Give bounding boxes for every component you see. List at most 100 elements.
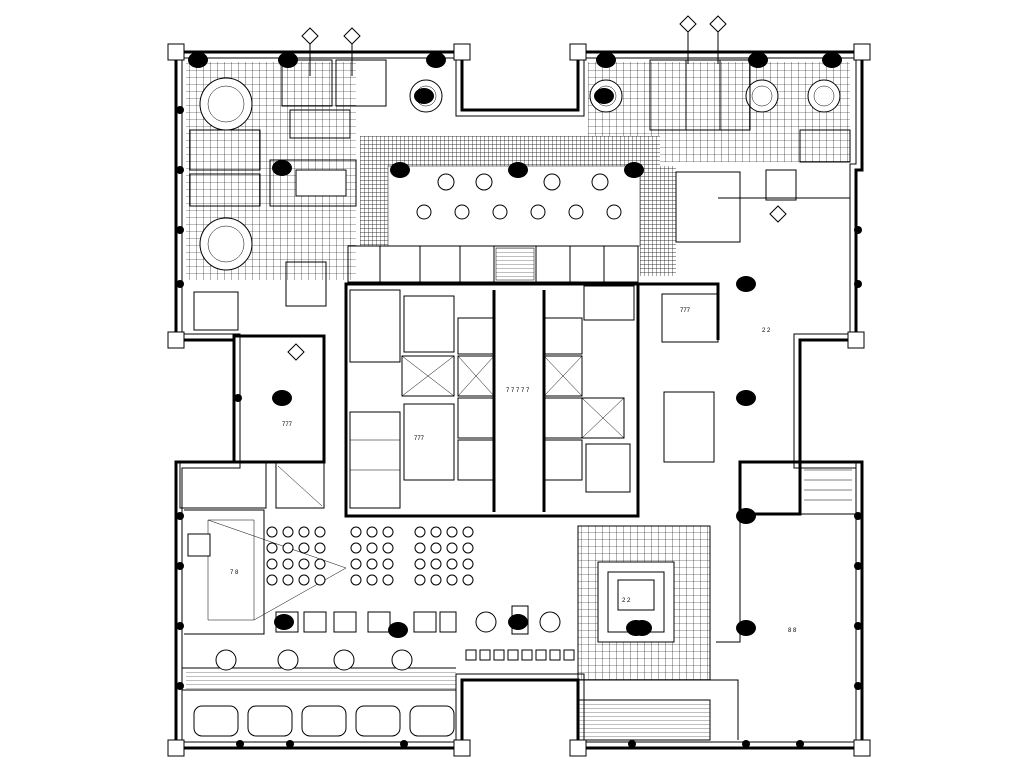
- column: [748, 52, 768, 68]
- perimeter-column: [742, 740, 750, 748]
- perimeter-column: [176, 280, 184, 288]
- dining-table: [430, 574, 442, 586]
- dining-table: [314, 574, 326, 586]
- east-halls: [716, 197, 850, 643]
- dining-table: [414, 574, 426, 586]
- perimeter-column: [854, 622, 862, 630]
- label-lounge: 2 2: [622, 598, 631, 604]
- dining-table: [282, 574, 294, 586]
- dining-table: [430, 558, 442, 570]
- dining-table: [446, 526, 458, 538]
- dining-table: [266, 542, 278, 554]
- column: [278, 52, 298, 68]
- perimeter-column: [176, 166, 184, 174]
- dining-table: [446, 558, 458, 570]
- perimeter-column: [628, 740, 636, 748]
- building-core: [344, 282, 640, 518]
- perimeter-column: [234, 394, 242, 402]
- dining-table: [366, 542, 378, 554]
- east-rooms: [636, 171, 857, 516]
- dining-table: [298, 558, 310, 570]
- column: [274, 614, 294, 630]
- perimeter-column: [854, 512, 862, 520]
- perimeter-column: [176, 226, 184, 234]
- column: [426, 52, 446, 68]
- column: [508, 614, 528, 630]
- column: [624, 162, 644, 178]
- dining-table: [366, 526, 378, 538]
- dining-table: [266, 558, 278, 570]
- column: [188, 52, 208, 68]
- column: [736, 276, 756, 292]
- west-rooms: [179, 334, 326, 509]
- perimeter-column: [176, 562, 184, 570]
- label-east-hall: 2 2: [762, 328, 771, 334]
- dining-table: [282, 526, 294, 538]
- column: [594, 88, 614, 104]
- column: [508, 162, 528, 178]
- chairs-row: [465, 649, 575, 661]
- perimeter-column: [854, 226, 862, 234]
- label-kitchen: 777: [414, 436, 425, 442]
- dining-tables-north: [416, 173, 622, 220]
- service-band: [347, 245, 639, 283]
- column: [632, 620, 652, 636]
- perimeter-column: [854, 562, 862, 570]
- label-lobby: 7 7 7 7 7: [506, 388, 530, 394]
- dining-table: [282, 558, 294, 570]
- dining-table: [298, 542, 310, 554]
- dining-table: [314, 558, 326, 570]
- column: [272, 390, 292, 406]
- dining-table: [462, 526, 474, 538]
- perimeter-column: [796, 740, 804, 748]
- column: [736, 620, 756, 636]
- dining-tables-grid: [266, 526, 474, 586]
- dining-table: [298, 574, 310, 586]
- lounge-tables: [215, 611, 561, 671]
- dining-table: [266, 526, 278, 538]
- dining-table: [382, 542, 394, 554]
- dining-table: [446, 574, 458, 586]
- booth-seating: [193, 705, 455, 737]
- structural-columns: [188, 52, 842, 638]
- perimeter-columns: [176, 106, 862, 748]
- dining-table: [350, 558, 362, 570]
- perimeter-column: [400, 740, 408, 748]
- dining-table: [414, 526, 426, 538]
- dining-table: [350, 526, 362, 538]
- dining-table: [462, 558, 474, 570]
- column: [736, 390, 756, 406]
- dining-table: [462, 542, 474, 554]
- perimeter-column: [176, 622, 184, 630]
- atrium: [577, 525, 739, 741]
- dining-table: [282, 542, 294, 554]
- dining-table: [266, 574, 278, 586]
- dining-table: [462, 574, 474, 586]
- dining-table: [382, 558, 394, 570]
- column: [822, 52, 842, 68]
- column: [388, 622, 408, 638]
- perimeter-column: [854, 682, 862, 690]
- label-office: 777: [680, 308, 691, 314]
- perimeter-column: [176, 682, 184, 690]
- perimeter-column: [176, 512, 184, 520]
- dining-table: [314, 542, 326, 554]
- dining-table: [298, 526, 310, 538]
- dining-table: [366, 574, 378, 586]
- dining-table: [446, 542, 458, 554]
- dining-table: [382, 574, 394, 586]
- dining-table: [430, 542, 442, 554]
- dining-table: [350, 574, 362, 586]
- label-stage: 7 8: [230, 570, 239, 576]
- dining-table: [314, 526, 326, 538]
- dining-table: [382, 526, 394, 538]
- label-southeast-hall: 8 8: [788, 628, 797, 634]
- column: [414, 88, 434, 104]
- banquet-tables-northwest: [199, 77, 253, 271]
- column: [390, 162, 410, 178]
- column: [596, 52, 616, 68]
- column: [272, 160, 292, 176]
- dining-table: [350, 542, 362, 554]
- column: [736, 508, 756, 524]
